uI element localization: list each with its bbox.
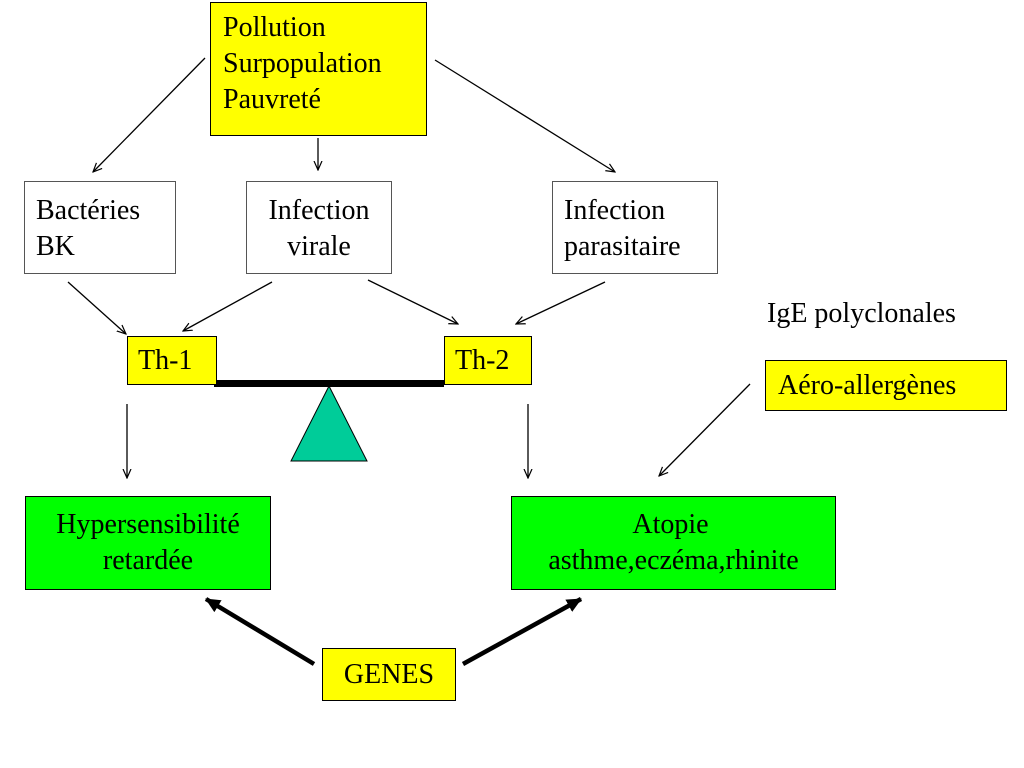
th1-box: Th-1 [127, 336, 217, 385]
arrow-genes-to-hypersens [204, 597, 316, 666]
bacteria-box: Bactéries BK [24, 181, 176, 274]
viral-line-2: virale [287, 231, 351, 262]
aero-allergens-box: Aéro-allergènes [765, 360, 1007, 411]
atopy-box: Atopie asthme,eczéma,rhinite [511, 496, 836, 590]
cause-pollution: Pollution [223, 12, 326, 43]
arrow-parasitic-to-th2 [516, 281, 606, 324]
parasitic-infection-box: Infection parasitaire [552, 181, 718, 274]
ige-label: IgE polyclonales [767, 298, 956, 329]
atopy-line-1: Atopie [632, 509, 709, 540]
arrow-viral-to-th1 [183, 281, 273, 331]
balance-beam [214, 380, 444, 387]
parasitic-line-1: Infection [564, 195, 666, 226]
genes-label: GENES [343, 659, 435, 690]
causes-box: Pollution Surpopulation Pauvreté [210, 2, 427, 136]
genes-box: GENES [322, 648, 456, 701]
bacteria-line-1: Bactéries [36, 195, 141, 226]
cause-poverty: Pauvreté [223, 84, 321, 115]
aero-allergens-label: Aéro-allergènes [778, 370, 957, 401]
hypersens-line-2: retardée [102, 545, 194, 576]
arrow-bacteria-to-th1 [67, 281, 126, 334]
viral-line-1: Infection [268, 195, 370, 226]
arrow-causes-to-parasitic [434, 59, 615, 172]
th2-box: Th-2 [444, 336, 532, 385]
parasitic-line-2: parasitaire [564, 231, 681, 262]
viral-infection-box: Infection virale [246, 181, 392, 274]
balance-fulcrum [290, 384, 368, 462]
th2-label: Th-2 [455, 345, 510, 376]
arrow-viral-to-th2 [367, 279, 458, 324]
arrow-aero-to-atopy [659, 383, 751, 476]
atopy-line-2: asthme,eczéma,rhinite [548, 545, 799, 576]
arrow-causes-to-bacteria [93, 57, 206, 172]
bacteria-line-2: BK [36, 231, 75, 262]
cause-overpopulation: Surpopulation [223, 48, 382, 79]
arrow-genes-to-atopy [461, 597, 583, 666]
th1-label: Th-1 [138, 345, 193, 376]
hypersensitivity-box: Hypersensibilité retardée [25, 496, 271, 590]
hypersens-line-1: Hypersensibilité [56, 509, 240, 540]
